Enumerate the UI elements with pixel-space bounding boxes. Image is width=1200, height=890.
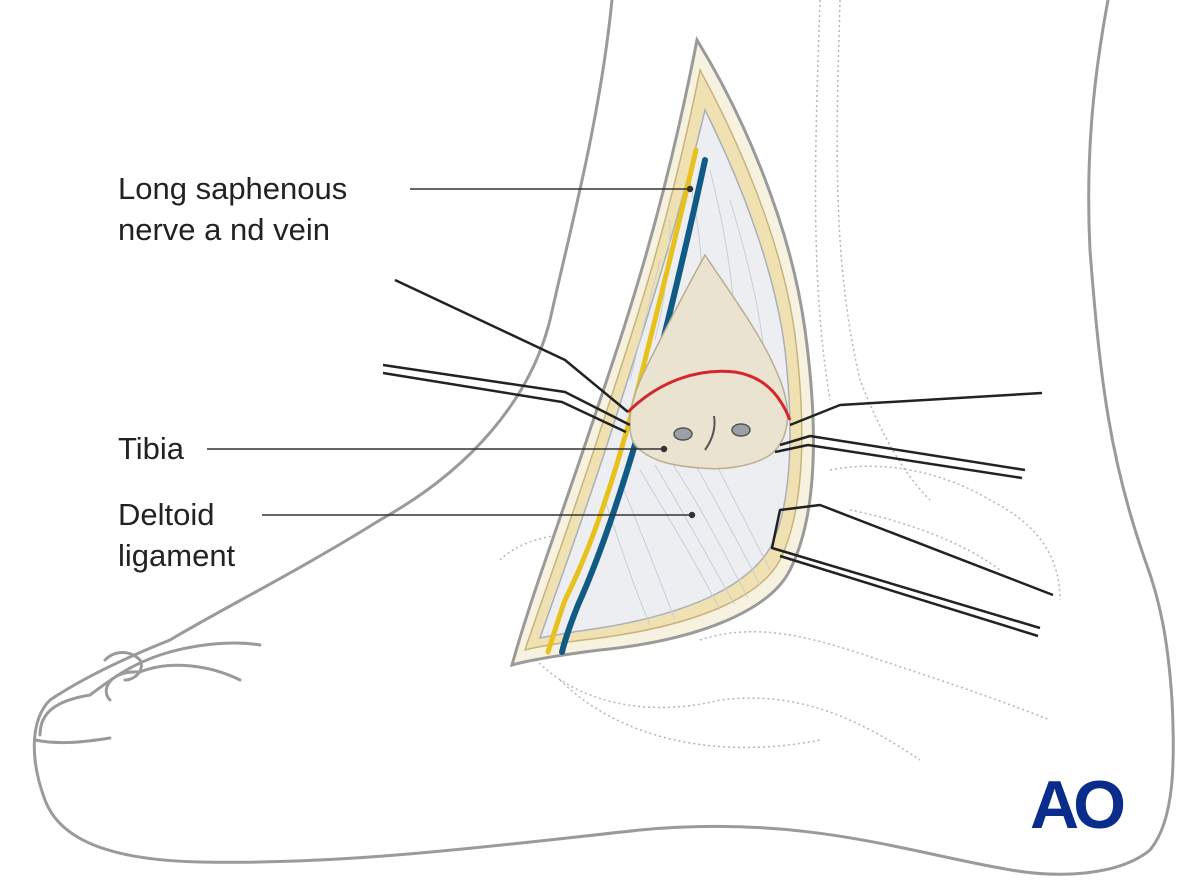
label-deltoid-ligament: Deltoid ligament — [118, 494, 235, 576]
toe-joint — [103, 651, 143, 682]
drill-hole-left — [673, 427, 693, 441]
leader-lines — [207, 185, 696, 519]
tibia-bone — [629, 253, 789, 470]
retractors — [382, 278, 1054, 638]
toe-second — [104, 663, 242, 702]
retractor-upper-right — [789, 391, 1043, 427]
leader-tibia-dot — [660, 445, 668, 453]
bone-notch — [704, 415, 716, 451]
leader-deltoid-dot — [688, 511, 696, 519]
ao-logo: AO — [1030, 767, 1130, 843]
label-saphenous-nerve-vein: Long saphenous nerve a nd vein — [118, 168, 347, 250]
label-tibia: Tibia — [118, 428, 184, 469]
leader-saphenous-dot — [686, 185, 694, 193]
drill-hole-right — [731, 423, 751, 437]
retractor-lower-right — [770, 503, 1054, 638]
retractor-right — [774, 434, 1026, 480]
label-saphenous-line1: Long saphenous — [118, 171, 348, 206]
retractor-upper-left — [394, 278, 629, 413]
toe-contour — [38, 641, 262, 737]
ao-logo-text: AO — [1030, 767, 1124, 843]
retractor-left — [382, 363, 631, 434]
label-tibia-text: Tibia — [118, 431, 185, 466]
osteotomy-line — [626, 369, 792, 421]
incision — [509, 35, 815, 668]
saphenous-nerve — [545, 147, 699, 655]
bone-contours — [499, 0, 1061, 761]
label-saphenous-line2: nerve a nd vein — [118, 212, 330, 247]
leg-anterior-contour — [32, 0, 1175, 876]
sole-crease — [33, 736, 112, 745]
label-deltoid-line2: ligament — [118, 538, 236, 573]
label-deltoid-line1: Deltoid — [118, 497, 215, 532]
foot-outline — [32, 0, 1175, 876]
